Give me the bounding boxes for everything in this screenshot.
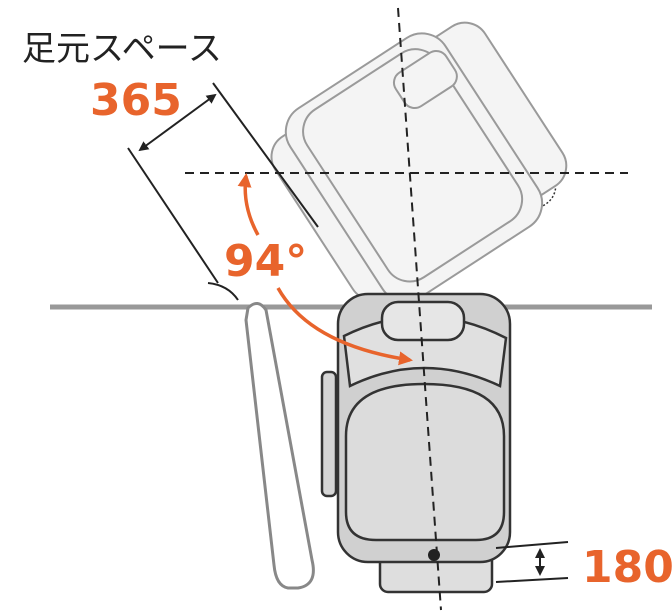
seat-cushion [344,382,506,542]
front-seat [320,292,512,594]
footroom-value: 365 [90,75,182,126]
pivot-point [428,549,440,561]
rotation-angle-label: 94° [224,236,307,287]
rotation-arrow-down [276,287,413,366]
axis-lines [185,7,628,611]
door-panel [244,302,315,590]
headrest [380,300,466,342]
rotation-arrow-up [237,173,260,236]
footroom-dimension [127,82,319,301]
rotation-arrows [237,173,413,366]
rotated-seat-ghost [270,21,568,303]
side-armrest [320,370,338,498]
offset-value: 180 [582,542,672,593]
footroom-title: 足元スペース [22,29,222,69]
offset-dimension [495,541,569,583]
